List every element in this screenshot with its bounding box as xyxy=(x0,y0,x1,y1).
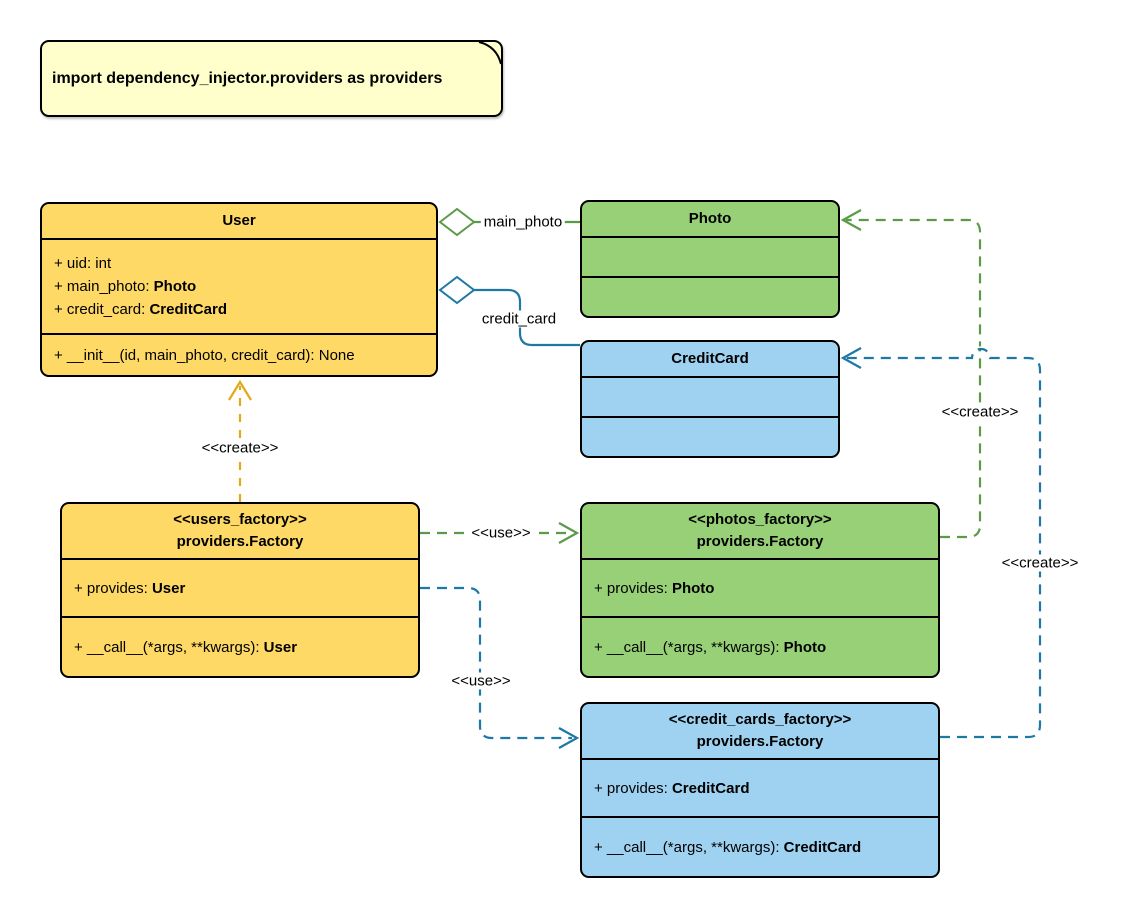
class-credit-cards-factory-stereotype: <<credit_cards_factory>> xyxy=(668,711,852,728)
edge-photos-factory-creates-photo[interactable] xyxy=(840,209,982,539)
edge-label-credit-card: credit_card xyxy=(478,310,560,328)
class-credit-cards-factory-attributes-compartment: + provides: CreditCard xyxy=(582,758,938,816)
uml-note[interactable]: import dependency_injector.providers as … xyxy=(40,40,503,117)
aggregation-diamond-main-photo xyxy=(438,207,476,237)
class-photos-factory-method: + __call__(*args, **kwargs): Photo xyxy=(594,636,938,659)
class-photos-factory-attribute: + provides: Photo xyxy=(594,577,938,600)
member-text: + credit_card: xyxy=(54,301,150,318)
open-arrowhead-icon xyxy=(840,347,862,369)
class-photo-title-compartment: Photo xyxy=(582,202,838,236)
class-users-factory-name: providers.Factory xyxy=(176,533,304,550)
class-photos-factory[interactable]: <<photos_factory>> providers.Factory + p… xyxy=(580,502,940,678)
member-type: User xyxy=(263,638,298,656)
note-text: import dependency_injector.providers as … xyxy=(52,69,443,87)
member-text: + provides: xyxy=(594,779,672,797)
class-users-factory-attributes-compartment: + provides: User xyxy=(62,558,418,616)
member-text: + provides: xyxy=(74,579,152,597)
open-arrowhead-icon xyxy=(558,522,580,544)
member-type: Photo xyxy=(153,278,197,295)
class-users-factory-method: + __call__(*args, **kwargs): User xyxy=(74,636,418,659)
class-user-methods-compartment: + __init__(id, main_photo, credit_card):… xyxy=(42,333,436,375)
member-type: Photo xyxy=(671,579,715,597)
class-credit-card-name: CreditCard xyxy=(671,350,749,367)
edge-label-create-photo: <<create>> xyxy=(938,403,1022,421)
aggregation-diamond-credit-card xyxy=(438,275,476,305)
member-type: CreditCard xyxy=(149,301,227,318)
class-user-title-compartment: User xyxy=(42,204,436,238)
edge-label-create-user: <<create>> xyxy=(198,439,282,457)
class-users-factory[interactable]: <<users_factory>> providers.Factory + pr… xyxy=(60,502,420,678)
wire-hop xyxy=(968,346,993,359)
class-credit-cards-factory[interactable]: <<credit_cards_factory>> providers.Facto… xyxy=(580,702,940,878)
member-text: + uid: int xyxy=(54,255,112,272)
class-photo[interactable]: Photo xyxy=(580,200,840,318)
class-credit-cards-factory-attribute: + provides: CreditCard xyxy=(594,777,938,800)
class-credit-card-title-compartment: CreditCard xyxy=(582,342,838,376)
member-text: + main_photo: xyxy=(54,278,154,295)
class-photo-name: Photo xyxy=(688,210,732,227)
class-credit-cards-factory-methods-compartment: + __call__(*args, **kwargs): CreditCard xyxy=(582,816,938,876)
member-type: Photo xyxy=(783,638,827,656)
class-photos-factory-methods-compartment: + __call__(*args, **kwargs): Photo xyxy=(582,616,938,676)
class-photo-methods-compartment xyxy=(582,276,838,316)
edge-label-create-credit-card: <<create>> xyxy=(998,554,1082,572)
member-text: + __call__(*args, **kwargs): xyxy=(594,838,784,856)
class-users-factory-title-compartment: <<users_factory>> providers.Factory xyxy=(62,504,418,558)
member-text: + __init__(id, main_photo, credit_card):… xyxy=(54,346,355,364)
class-users-factory-stereotype: <<users_factory>> xyxy=(173,511,307,528)
class-user-attribute: + main_photo: Photo xyxy=(54,275,436,298)
class-user-attribute: + uid: int xyxy=(54,252,436,275)
edge-label-main-photo: main_photo xyxy=(480,213,566,231)
class-photos-factory-name: providers.Factory xyxy=(696,533,824,550)
class-photos-factory-stereotype: <<photos_factory>> xyxy=(688,511,832,528)
member-text: + __call__(*args, **kwargs): xyxy=(74,638,264,656)
class-credit-cards-factory-name: providers.Factory xyxy=(696,733,824,750)
class-photos-factory-attributes-compartment: + provides: Photo xyxy=(582,558,938,616)
class-credit-card-methods-compartment xyxy=(582,416,838,456)
class-user-name: User xyxy=(222,212,256,229)
member-type: User xyxy=(151,579,186,597)
open-arrowhead-icon xyxy=(558,727,580,749)
class-credit-card-attributes-compartment xyxy=(582,376,838,416)
note-fold-icon xyxy=(478,41,502,65)
member-text: + __call__(*args, **kwargs): xyxy=(594,638,784,656)
class-user-method: + __init__(id, main_photo, credit_card):… xyxy=(54,344,436,367)
class-credit-cards-factory-method: + __call__(*args, **kwargs): CreditCard xyxy=(594,836,938,859)
member-type: CreditCard xyxy=(783,838,862,856)
open-arrowhead-icon xyxy=(228,379,252,401)
open-arrowhead-icon xyxy=(840,209,862,231)
class-photo-attributes-compartment xyxy=(582,236,838,276)
class-users-factory-methods-compartment: + __call__(*args, **kwargs): User xyxy=(62,616,418,676)
class-credit-card[interactable]: CreditCard xyxy=(580,340,840,458)
class-user[interactable]: User + uid: int + main_photo: Photo + cr… xyxy=(40,202,438,377)
class-photos-factory-title-compartment: <<photos_factory>> providers.Factory xyxy=(582,504,938,558)
edge-users-factory-uses-credit-cards-factory[interactable] xyxy=(420,586,580,749)
class-users-factory-attribute: + provides: User xyxy=(74,577,418,600)
member-type: CreditCard xyxy=(671,779,750,797)
member-text: + provides: xyxy=(594,579,672,597)
class-user-attributes-compartment: + uid: int + main_photo: Photo + credit_… xyxy=(42,238,436,333)
edge-label-use-photos-factory: <<use>> xyxy=(468,524,534,542)
class-credit-cards-factory-title-compartment: <<credit_cards_factory>> providers.Facto… xyxy=(582,704,938,758)
edge-label-use-credit-cards-factory: <<use>> xyxy=(448,672,514,690)
class-user-attribute: + credit_card: CreditCard xyxy=(54,298,436,321)
